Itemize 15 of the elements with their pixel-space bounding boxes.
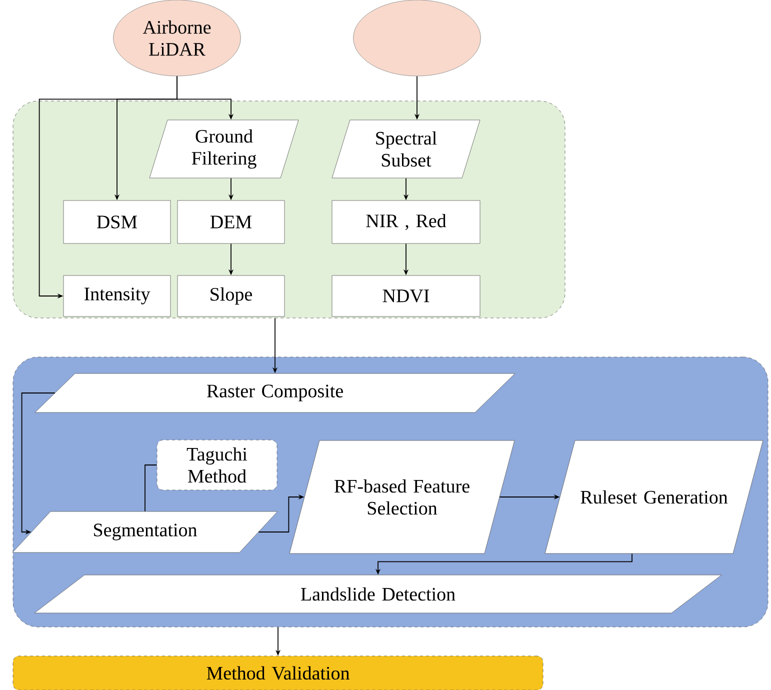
data-box: DSM (63, 200, 171, 244)
data-box: Slope (177, 275, 285, 317)
method-box: Taguchi Method (156, 440, 278, 490)
process-parallelogram: Ruleset Generation (544, 440, 764, 554)
process-parallelogram: Landslide Detection (34, 574, 722, 614)
process-parallelogram: Raster Composite (34, 373, 516, 413)
data-box: Intensity (63, 275, 171, 317)
data-box: DEM (177, 200, 285, 244)
process-parallelogram: Ground Filtering (149, 120, 299, 178)
process-parallelogram: Segmentation (12, 511, 278, 553)
result-box: Method Validation (12, 656, 544, 690)
process-parallelogram: Spectral Subset (332, 120, 480, 178)
process-parallelogram: RF-based Feature Selection (289, 440, 515, 554)
data-box: NIR , Red (332, 200, 480, 244)
data-box: NDVI (332, 275, 480, 317)
